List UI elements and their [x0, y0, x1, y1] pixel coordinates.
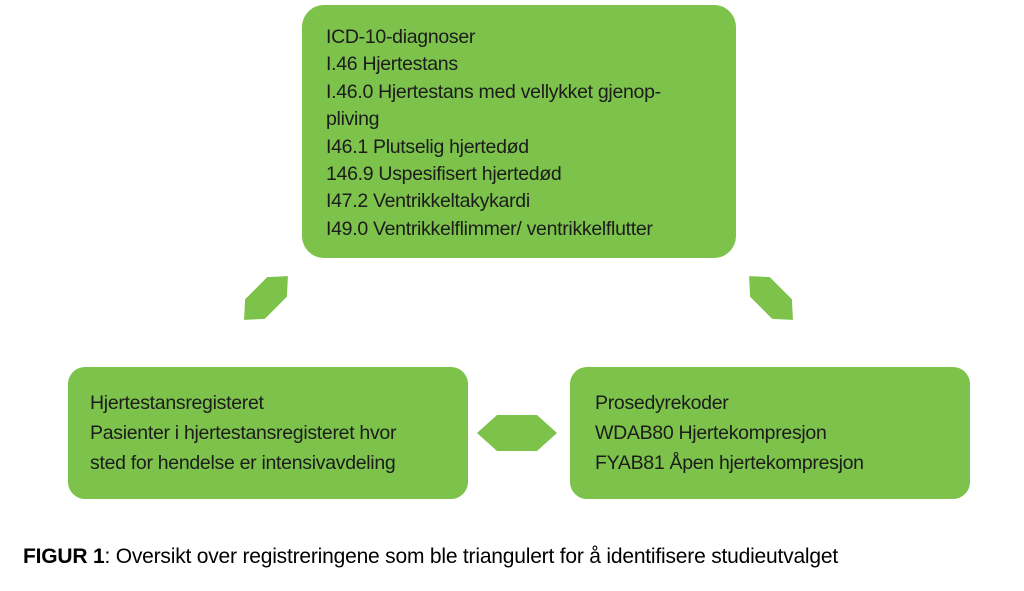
registry-box-line: Pasienter i hjertestansregisteret hvor — [90, 422, 397, 444]
procedure-codes-box: Prosedyrekoder WDAB80 Hjertekompresjon F… — [570, 367, 970, 499]
icd10-code-line: 146.9 Uspesifisert hjertedød — [326, 163, 562, 186]
connector-top-to-right-box — [739, 266, 803, 330]
procedure-box-title: Prosedyrekoder — [595, 392, 729, 414]
icd10-code-line: I49.0 Ventrikkelflimmer/ ventrikkelflutt… — [326, 217, 653, 240]
figure-caption-text: : Oversikt over registreringene som ble … — [104, 545, 838, 568]
procedure-code-line: FYAB81 Åpen hjertekompresjon — [595, 452, 864, 474]
registry-box-line: sted for hendelse er intensivavdeling — [90, 452, 396, 474]
connector-top-to-left-box — [234, 266, 298, 330]
icd10-diagnoses-box: ICD-10-diagnoser I.46 Hjertestans I.46.0… — [302, 5, 736, 258]
connector-left-to-right-box — [477, 415, 557, 451]
icd10-code-line: I.46 Hjertestans — [326, 53, 458, 76]
figure-caption-label: FIGUR 1 — [23, 545, 105, 568]
icd10-code-line: pliving — [326, 108, 380, 131]
procedure-code-line: WDAB80 Hjertekompresjon — [595, 422, 827, 444]
figure-caption: FIGUR 1: Oversikt over registreringene s… — [23, 544, 838, 570]
icd10-code-line: I.46.0 Hjertestans med vellykket gjenop- — [326, 80, 661, 103]
cardiac-arrest-registry-box: Hjertestansregisteret Pasienter i hjerte… — [68, 367, 468, 499]
icd10-code-line: I47.2 Ventrikkeltakykardi — [326, 190, 530, 213]
icd10-code-line: I46.1 Plutselig hjertedød — [326, 135, 529, 158]
registry-box-title: Hjertestansregisteret — [90, 392, 264, 414]
icd10-box-title: ICD-10-diagnoser — [326, 26, 476, 48]
